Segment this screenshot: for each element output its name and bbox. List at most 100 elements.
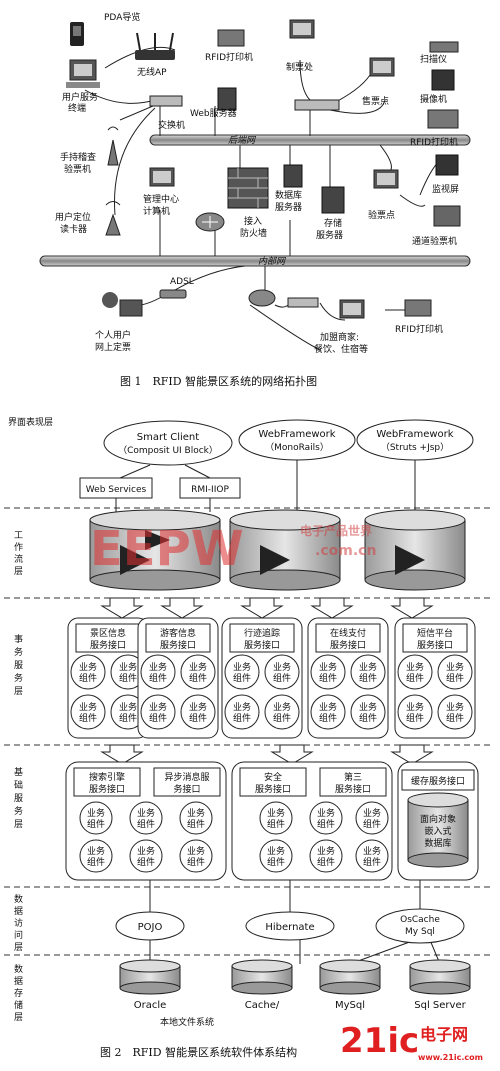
layer-ui-label: 界面表现层 <box>8 416 53 428</box>
service-name: 在线支付 <box>330 627 366 639</box>
svg-text:业务: 业务 <box>406 661 424 673</box>
merchant-label-2: 餐饮、住宿等 <box>314 343 368 355</box>
svg-text:服: 服 <box>14 660 23 671</box>
svg-text:服务接口: 服务接口 <box>90 639 126 651</box>
data-store-0: Oracle <box>119 959 181 1011</box>
svg-text:务: 务 <box>14 672 23 684</box>
svg-text:My Sql: My Sql <box>405 927 435 937</box>
monitor-icon <box>435 154 459 176</box>
svg-text:务: 务 <box>14 805 23 817</box>
svg-text:组件: 组件 <box>79 712 97 724</box>
pda-icon <box>70 22 84 46</box>
gate-label: 通道验票机 <box>412 235 457 247</box>
svg-text:Hibernate: Hibernate <box>265 922 314 933</box>
positioning-reader-icon <box>105 201 121 236</box>
svg-text:事: 事 <box>14 633 23 645</box>
svg-text:（MonoRails）: （MonoRails） <box>265 442 329 453</box>
software-architecture-figure: 界面表现层 工 作 流 层 事 务 服 务 层 基 础 服 务 层 数 据 访 … <box>4 416 494 1062</box>
21ic-logo: 21ic 电子网 www.21ic.com <box>340 1021 483 1062</box>
check-point-computer-icon <box>373 169 399 189</box>
svg-text:WebFramework: WebFramework <box>258 429 335 440</box>
svg-text:业务: 业务 <box>137 845 155 857</box>
svg-text:务: 务 <box>14 646 23 658</box>
personal-user-icon <box>102 292 143 317</box>
svg-text:服务接口: 服务接口 <box>89 783 125 795</box>
business-arrows <box>100 744 434 765</box>
svg-text:业务: 业务 <box>446 701 464 713</box>
svg-text:组件: 组件 <box>137 818 155 830</box>
oodb-label: 面向对象 <box>420 813 456 825</box>
rfid-printer-right-label: RFID打印机 <box>410 136 458 148</box>
check-point-label: 验票点 <box>368 209 395 221</box>
svg-text:组件: 组件 <box>187 856 205 868</box>
svg-text:础: 础 <box>14 779 23 791</box>
layer-separators <box>4 507 494 956</box>
svg-text:服务接口: 服务接口 <box>335 783 371 795</box>
layer-workflow-label: 工 作 流 层 <box>14 531 23 577</box>
svg-text:组件: 组件 <box>87 856 105 868</box>
svg-text:业务: 业务 <box>273 661 291 673</box>
office-computer-icon <box>289 19 315 39</box>
db-server-icon <box>283 164 303 188</box>
svg-text:服务接口: 服务接口 <box>417 639 453 651</box>
svg-text:业务: 业务 <box>319 661 337 673</box>
ticket-point-label: 售票点 <box>362 95 389 107</box>
svg-text:基: 基 <box>14 766 23 778</box>
db-server-label-2: 服务器 <box>275 201 302 213</box>
svg-text:层: 层 <box>14 686 23 697</box>
rfid-printer-icon <box>217 29 245 47</box>
svg-text:作: 作 <box>14 541 23 553</box>
web-server-label: Web服务器 <box>190 107 237 119</box>
data-store-label: MySql <box>335 1000 365 1011</box>
router-icon <box>195 212 225 232</box>
svg-text:务接口: 务接口 <box>173 783 200 795</box>
db-server-label: 数据库 <box>275 189 302 201</box>
backbone-label: 后端网 <box>228 135 256 146</box>
svg-text:业务: 业务 <box>87 845 105 857</box>
svg-text:业务: 业务 <box>149 701 167 713</box>
merchant-computer-icon <box>339 299 365 319</box>
figure2-caption: 图 2 RFID 智能景区系统软件体系结构 <box>100 1045 297 1059</box>
svg-text:安全: 安全 <box>264 771 282 783</box>
svg-text:业务: 业务 <box>119 701 137 713</box>
service-name: 景区信息 <box>90 627 126 639</box>
svg-text:业务: 业务 <box>233 661 251 673</box>
monitor-label: 监视屏 <box>432 183 459 195</box>
wireless-ap-label: 无线AP <box>137 66 167 78</box>
figure1-caption: 图 1 RFID 智能景区系统的网络拓扑图 <box>120 374 317 388</box>
svg-text:组件: 组件 <box>79 672 97 684</box>
oodb-label: 数据库 <box>424 837 451 849</box>
mgmt-label-2: 计算机 <box>143 205 170 217</box>
router2-icon <box>248 289 276 307</box>
svg-text:层: 层 <box>14 566 23 577</box>
svg-text:电子产品世界: 电子产品世界 <box>300 523 372 538</box>
layer-data-storage-label: 数 据 存 储 层 <box>14 963 23 1023</box>
svg-text:第三: 第三 <box>344 771 362 783</box>
svg-text:服务接口: 服务接口 <box>255 783 291 795</box>
svg-text:业务: 业务 <box>317 845 335 857</box>
svg-text:WebFramework: WebFramework <box>376 429 453 440</box>
svg-text:业务: 业务 <box>317 807 335 819</box>
service-name: 游客信息 <box>160 627 196 639</box>
switch-label: 交换机 <box>158 119 185 131</box>
rmi-iiop-box: RMI-IIOP <box>179 477 241 499</box>
svg-text:服务接口: 服务接口 <box>244 639 280 651</box>
gate-machine-icon <box>433 205 461 227</box>
